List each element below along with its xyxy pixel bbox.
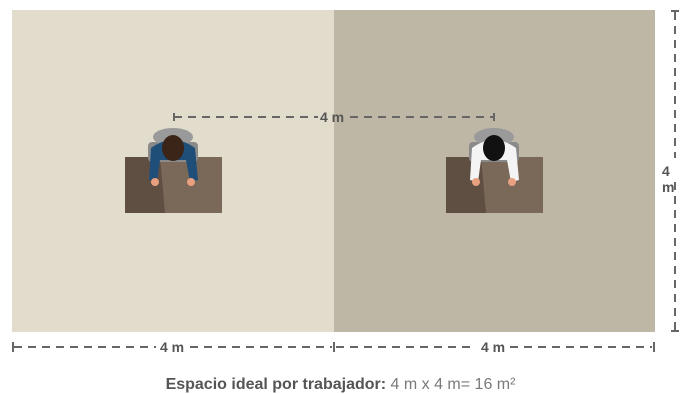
label-distance-between: 4 m [320,109,345,125]
desk-left [125,157,222,213]
desk-right [446,157,543,213]
label-width-left: 4 m [160,339,185,355]
caption-value: 4 m x 4 m= 16 m² [390,376,516,393]
label-width-right: 4 m [481,339,506,355]
label-height-right: 4 m [662,163,675,195]
caption: Espacio ideal por trabajador: 4 m x 4 m=… [0,376,681,394]
dimension-line-between [173,113,495,121]
caption-label: Espacio ideal por trabajador: [165,376,387,393]
dimension-line-bottom [12,342,655,352]
worker-right-icon [469,128,519,186]
dimension-line-vertical [671,10,679,332]
worker-left-icon [148,128,198,186]
